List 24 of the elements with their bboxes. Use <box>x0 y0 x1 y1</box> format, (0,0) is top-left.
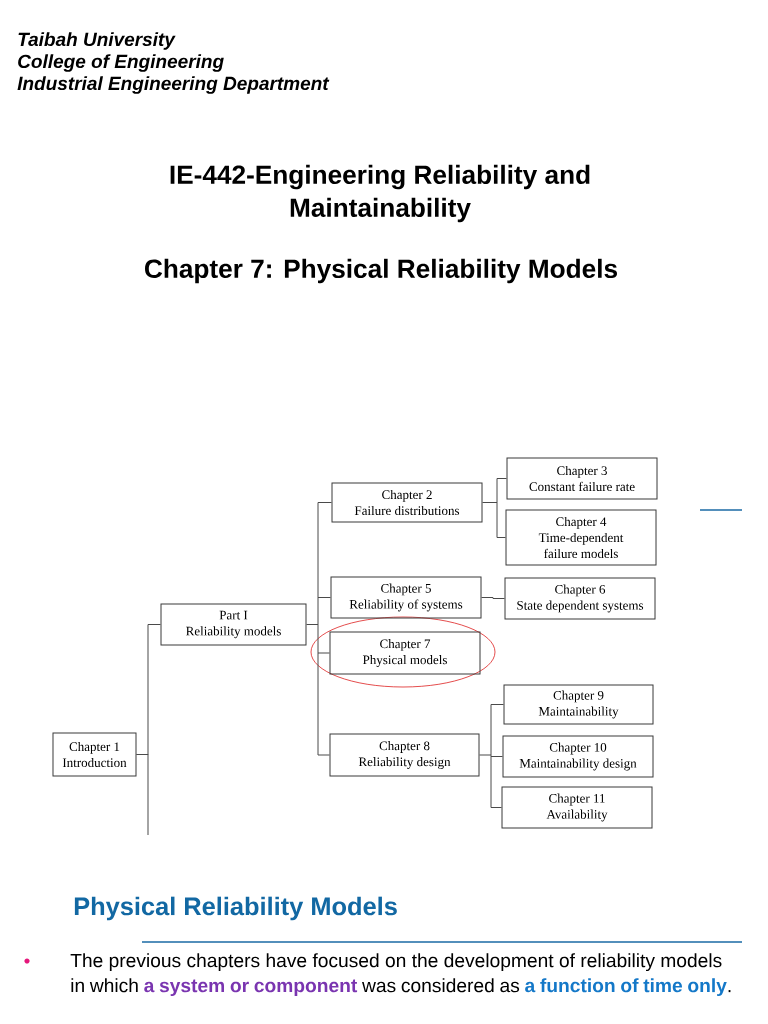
chapter-box: Chapter 8 Reliability design <box>329 733 480 777</box>
connector-line <box>481 597 505 599</box>
connector-line <box>136 624 161 755</box>
chapter-box: Chapter 9 Maintainability <box>503 684 654 725</box>
chapter-title: Chapter 7: Physical Reliability Models <box>145 258 617 284</box>
part-box: Part I Reliability models <box>160 603 307 646</box>
connector-line <box>479 704 504 808</box>
chapter-box: Chapter 2 Failure distributions <box>331 482 483 523</box>
slide-title: IE-442-Engineering Reliability and Maintainability <box>170 164 590 223</box>
bullet-text: The previous chapters have focused on the development of reliability models in which a system or component was considered as a function of time only. <box>70 953 731 997</box>
section-heading: Physical Reliability Models <box>74 896 397 921</box>
connector-line <box>482 478 507 538</box>
header-text: Industrial Engineering Department <box>17 76 330 94</box>
chapter-box: Chapter 1 Introduction <box>52 732 137 777</box>
chapter-box: Chapter 7 Physical models <box>329 631 481 675</box>
chapter-box: Chapter 10 Maintainability design <box>502 735 654 778</box>
chapter-box: Chapter 5 Reliability of systems <box>330 576 482 619</box>
chapter-box: Chapter 4 Time-dependent failure models <box>505 509 657 566</box>
connector-line <box>306 502 332 756</box>
chapter-box: Chapter 6 State dependent systems <box>504 577 656 620</box>
chapter-box: Chapter 3 Constant failure rate <box>506 457 658 500</box>
header-text: College of Engineering <box>18 54 224 72</box>
chapter-box: Chapter 11 Availability <box>501 786 653 829</box>
header-text: Taibah University <box>18 32 176 50</box>
